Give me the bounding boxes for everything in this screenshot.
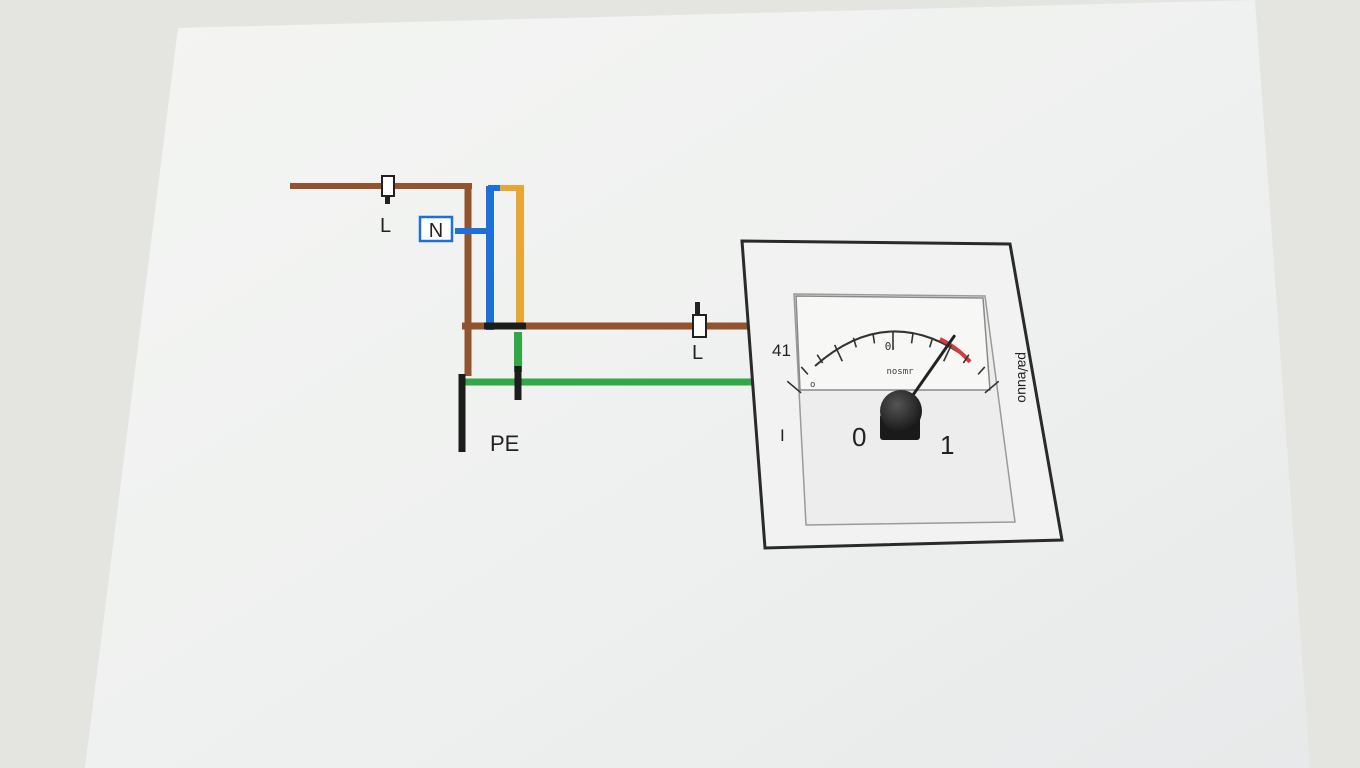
- label-line-mid: L: [692, 342, 703, 364]
- dial-tick: [833, 344, 844, 362]
- dial-tick: [786, 380, 802, 394]
- meter-needle: [904, 334, 956, 407]
- fuse-top: [381, 175, 395, 204]
- dial-tick: [984, 380, 1000, 394]
- fuse-mid: [692, 302, 707, 338]
- meter-left-lower-mark: I: [780, 426, 785, 445]
- meter-device: 0 nosmr o 41 I pa/ɐuuo 0 1: [740, 239, 1064, 550]
- dial-tick: [910, 333, 914, 344]
- dial-caption: nosmr: [886, 367, 914, 377]
- switch-on-label: 1: [940, 430, 954, 460]
- label-protective-earth: PE: [490, 431, 519, 456]
- dial-center-mark: 0: [885, 340, 892, 353]
- dial-ticks: [786, 332, 1000, 394]
- neutral-label-box: N: [418, 215, 454, 243]
- meter-vertical-caption: pa/ɐuuo: [1015, 352, 1031, 403]
- dial-tick: [800, 366, 809, 375]
- dial-left-mark: o: [810, 380, 815, 390]
- label-line-top: L: [380, 215, 391, 237]
- dial-tick: [942, 344, 953, 362]
- dial-red-zone: [939, 337, 972, 364]
- meter-left-mark: 41: [772, 341, 791, 360]
- dial-tick: [928, 337, 934, 348]
- label-neutral: N: [429, 220, 443, 242]
- switch-off-label: 0: [852, 422, 866, 452]
- dial-tick: [816, 354, 824, 364]
- dial-tick: [852, 337, 858, 348]
- switch-knob[interactable]: [880, 390, 922, 432]
- dial-tick: [962, 354, 970, 364]
- dial-tick: [872, 333, 876, 344]
- dial-tick: [977, 366, 986, 375]
